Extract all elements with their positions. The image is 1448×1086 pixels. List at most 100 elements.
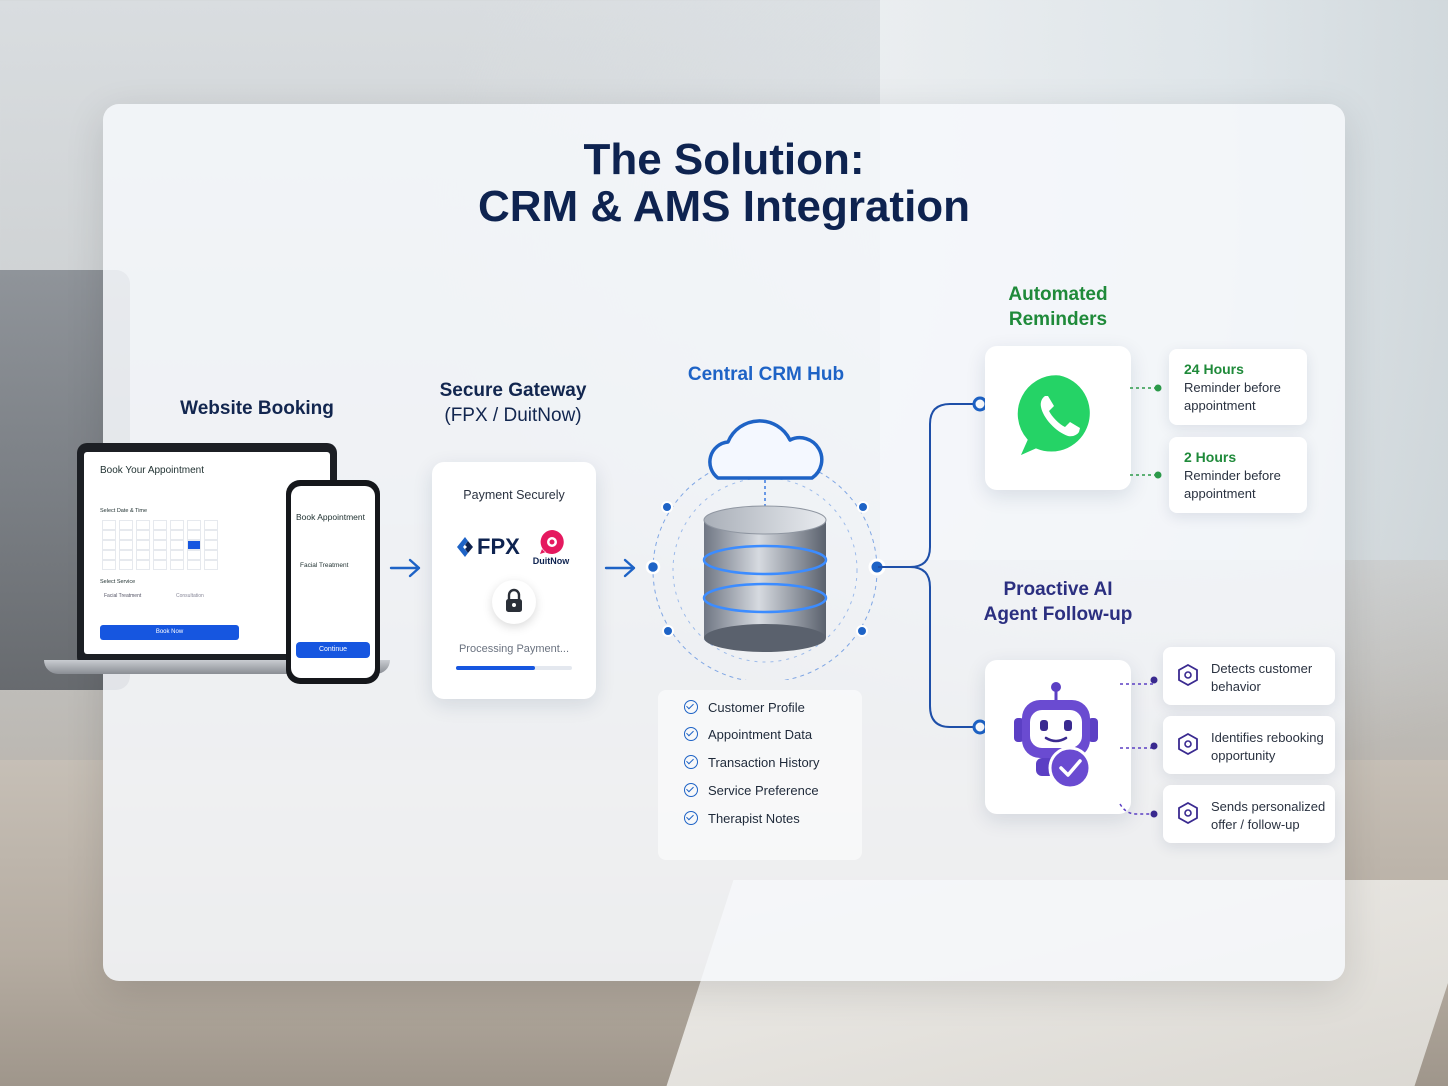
calendar-cell[interactable] <box>136 540 150 550</box>
calendar-cell[interactable] <box>170 530 184 540</box>
calendar-cell[interactable] <box>119 530 133 540</box>
fpx-logo-icon <box>457 537 473 557</box>
ai-card-text: Sends personalized <box>1211 799 1326 814</box>
processing-text: Processing Payment... <box>458 643 570 655</box>
reminder-card-2h <box>1169 437 1307 513</box>
hub-label: Central CRM Hub <box>687 364 845 385</box>
ai-card-text: opportunity <box>1211 748 1276 763</box>
list-item: Therapist Notes <box>684 809 800 829</box>
calendar-cell[interactable] <box>187 520 201 530</box>
gateway-label-line1: Secure Gateway <box>439 380 587 401</box>
progress-track <box>456 666 572 670</box>
calendar-cell[interactable] <box>153 560 167 570</box>
fpx-label: FPX <box>477 534 520 559</box>
reminder-connectors <box>1130 384 1162 479</box>
calendar-cell[interactable] <box>119 540 133 550</box>
hexagon-icon <box>1178 802 1198 824</box>
calendar-cell[interactable] <box>136 530 150 540</box>
calendar-cell[interactable] <box>170 540 184 550</box>
arrow-right-icon <box>604 558 636 578</box>
calendar-cell[interactable] <box>153 540 167 550</box>
calendar-cell[interactable] <box>102 530 116 540</box>
calendar-cell[interactable] <box>204 520 218 530</box>
calendar-cell[interactable] <box>136 520 150 530</box>
list-item: Customer Profile <box>684 698 805 718</box>
calendar-cell[interactable] <box>102 540 116 550</box>
calendar-cell[interactable] <box>153 520 167 530</box>
ai-card-detect <box>1163 647 1335 705</box>
ai-label-line2: Agent Follow-up <box>983 604 1133 625</box>
calendar-cell[interactable] <box>170 550 184 560</box>
ai-connectors <box>1119 676 1158 818</box>
ai-card-text: Identifies rebooking <box>1211 730 1324 745</box>
ai-card-identify <box>1163 716 1335 774</box>
payment-heading: Payment Securely <box>463 488 565 502</box>
calendar-cell[interactable] <box>187 540 201 550</box>
ai-card-text: Detects customer <box>1211 661 1313 676</box>
calendar-cell[interactable] <box>204 560 218 570</box>
check-circle-icon <box>684 755 698 769</box>
check-circle-icon <box>684 727 698 741</box>
booking-label: Website Booking <box>180 398 334 419</box>
crm-hub-graphic <box>645 419 886 680</box>
calendar-cell[interactable] <box>170 520 184 530</box>
check-circle-icon <box>684 783 698 797</box>
calendar-cell[interactable] <box>136 560 150 570</box>
calendar-cell[interactable] <box>102 560 116 570</box>
reminder-text: Reminder before <box>1184 380 1281 395</box>
ai-label-line1: Proactive AI <box>1003 579 1113 600</box>
laptop-date-section: Select Date & Time <box>100 508 148 514</box>
laptop-booking-title: Book Your Appointment <box>100 465 204 476</box>
duitnow-logo-icon <box>540 530 564 554</box>
reminder-heading: 2 Hours <box>1184 449 1237 465</box>
hub-connectors <box>878 396 988 735</box>
reminder-heading: 24 Hours <box>1184 361 1244 377</box>
reminder-text: appointment <box>1184 398 1256 413</box>
check-circle-icon <box>684 811 698 825</box>
calendar-cell[interactable] <box>170 560 184 570</box>
calendar-cell[interactable] <box>187 560 201 570</box>
lock-icon <box>506 588 522 612</box>
calendar-cell[interactable] <box>153 550 167 560</box>
calendar-cell[interactable] <box>119 560 133 570</box>
ai-card-send <box>1163 785 1335 843</box>
check-circle-icon <box>684 700 698 714</box>
book-now-button[interactable]: Book Now <box>100 625 239 640</box>
page-title-line2: CRM & AMS Integration <box>477 182 971 231</box>
list-item: Service Preference <box>684 781 819 801</box>
laptop-service-1: Facial Treatment <box>104 593 142 599</box>
hexagon-icon <box>1178 733 1198 755</box>
progress-fill <box>456 666 535 670</box>
calendar-cell[interactable] <box>119 550 133 560</box>
phone-service: Facial Treatment <box>300 562 349 569</box>
laptop-service-section: Select Service <box>100 579 136 585</box>
arrow-right-icon <box>389 558 421 578</box>
duitnow-label: DuitNow <box>532 556 570 566</box>
whatsapp-icon <box>1014 372 1093 461</box>
phone-booking-title: Book Appointment <box>296 512 365 522</box>
ai-card-text: offer / follow-up <box>1211 817 1300 832</box>
calendar-cell[interactable] <box>136 550 150 560</box>
list-item: Transaction History <box>684 753 820 773</box>
page-title-line1: The Solution: <box>583 135 865 184</box>
hexagon-icon <box>1178 664 1198 686</box>
laptop-service-2: Consultation <box>176 593 204 599</box>
calendar-cell[interactable] <box>119 520 133 530</box>
reminders-label-line2: Reminders <box>1008 309 1108 330</box>
calendar-cell[interactable] <box>153 530 167 540</box>
calendar-cell[interactable] <box>102 550 116 560</box>
gateway-label-line2: (FPX / DuitNow) <box>444 405 582 426</box>
calendar-cell[interactable] <box>187 550 201 560</box>
ai-card-text: behavior <box>1211 679 1261 694</box>
reminders-label-line1: Automated <box>1008 284 1108 305</box>
crm-data-list <box>658 690 862 860</box>
continue-button[interactable]: Continue <box>296 642 370 658</box>
calendar-cell[interactable] <box>187 530 201 540</box>
calendar-cell[interactable] <box>204 540 218 550</box>
reminder-text: Reminder before <box>1184 468 1281 483</box>
calendar-cell[interactable] <box>102 520 116 530</box>
calendar-cell[interactable] <box>204 550 218 560</box>
reminder-card-24h <box>1169 349 1307 425</box>
calendar-cell[interactable] <box>204 530 218 540</box>
list-item: Appointment Data <box>684 725 812 745</box>
